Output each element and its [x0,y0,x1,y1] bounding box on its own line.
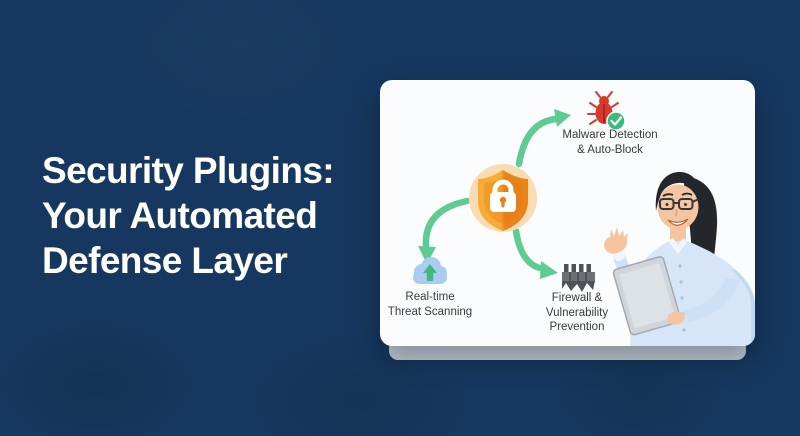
cloud-upload-icon [413,257,447,284]
collar [668,238,688,254]
label-line: Real-time [405,291,455,303]
label-line: & Auto-Block [577,143,643,156]
tablet [612,256,682,336]
card-base-bar [389,344,746,360]
label-line: Threat Scanning [387,305,473,318]
label-line: Prevention [549,321,605,333]
arrow-to-realtime-icon [418,197,471,264]
eyebrows [662,192,693,197]
arrow-to-firewall-icon [512,227,558,279]
eye-right [684,203,687,206]
woman-illustration [604,171,755,346]
glasses-icon [659,198,699,210]
diagram-canvas [413,91,755,346]
title-line-1: Security Plugins: [42,150,335,191]
title-line-2: Your Automated [42,195,318,236]
hero-text-block: Security Plugins: Your Automated Defense… [42,148,382,283]
holding-hand [667,311,685,325]
malware-label: Malware Detection & Auto-Block [530,128,690,157]
check-badge-icon [606,111,626,131]
realtime-label: Real-time Threat Scanning [380,290,505,319]
label-line: Vulnerability [545,306,609,319]
smile [667,218,689,226]
title-line-3: Defense Layer [42,240,288,281]
shield-lock-icon [469,164,537,232]
firewall-icon [562,264,595,292]
firewall-label: Firewall & Vulnerability Prevention [502,291,652,335]
eye-left [665,203,669,206]
holding-arm [684,278,740,322]
arrow-to-malware-icon [515,109,571,168]
nose [674,208,678,217]
label-line: Firewall & [551,292,603,304]
open-hand [604,227,628,254]
hair [655,171,703,211]
diagram-card: Malware Detection & Auto-Block Real-time… [380,80,755,346]
page-title: Security Plugins: Your Automated Defense… [42,148,382,283]
face [657,184,699,230]
shirt-shade [732,270,755,346]
label-line: Malware Detection [562,129,658,141]
